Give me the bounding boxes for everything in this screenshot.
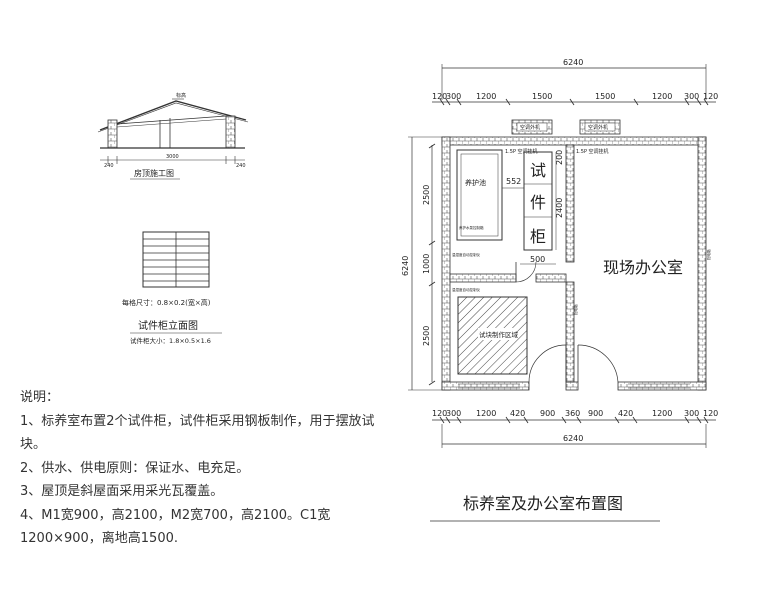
note-item-4: 4、M1宽900，高2100，M2宽700，高2100。C1宽1200×900，… [20, 507, 331, 547]
note-item-2: 2、供水、供电原则：保证水、电充足。 [20, 460, 250, 476]
roof-top-label: 标高 [176, 92, 186, 99]
dim-left-1: 2500 [422, 185, 431, 205]
plan-title: 标养室及办公室布置图 [463, 494, 623, 513]
cabinet-size: 试件柜大小：1.8×0.5×1.6 [130, 336, 211, 345]
sample-area-label: 试块制作区域 [479, 330, 519, 339]
dim-overall-top: 6240 [563, 58, 583, 67]
note-item-1: 1、标养室布置2个试件柜，试件柜采用钢板制作，用于摆放试块。 [20, 413, 375, 453]
inner-dim-2400: 2400 [555, 198, 564, 218]
dim-bottom-8: 420 [618, 409, 633, 418]
dim-bottom-3: 1200 [476, 409, 496, 418]
cabinet-elevation: 每格尺寸：0.8×0.2(宽×高) 试件柜立面图 试件柜大小：1.8×0.5×1… [122, 231, 222, 345]
dim-top-3: 1200 [476, 92, 496, 101]
dim-top-5: 1500 [595, 92, 615, 101]
dim-overall-left: 6240 [401, 256, 410, 276]
inner-dim-552: 552 [506, 177, 521, 186]
curing-tank-label: 养护池 [465, 178, 486, 187]
ac-indoor-left: 1.5P 空调挂机 [505, 148, 538, 155]
office-label: 现场办公室 [603, 258, 683, 277]
roof-dim-3: 240 [236, 163, 246, 169]
dim-top-2: 300 [446, 92, 461, 101]
roof-caption: 房顶施工图 [134, 168, 174, 178]
notes-block: 说明： 1、标养室布置2个试件柜，试件柜采用钢板制作，用于摆放试块。 2、供水、… [20, 386, 400, 551]
cabinet-char-1: 试 [530, 161, 546, 180]
dim-bottom-9: 1200 [652, 409, 672, 418]
note-item-3: 3、屋顶是斜屋面采用采光瓦覆盖。 [20, 484, 224, 499]
ac-indoor-right: 1.5P 空调挂机 [576, 148, 609, 155]
ac-unit-left: 空调外机 [520, 124, 540, 131]
dim-bottom-1: 120 [432, 409, 447, 418]
dim-bottom-6: 360 [565, 409, 580, 418]
tiny-label-panel: 配电箱 [573, 304, 578, 315]
cabinet-caption: 试件柜立面图 [138, 319, 198, 332]
dim-bottom-5: 900 [540, 409, 555, 418]
dim-top-1: 120 [432, 92, 447, 101]
dim-top-6: 1200 [652, 92, 672, 101]
dim-left-3: 2500 [422, 326, 431, 346]
dim-bottom-10: 300 [684, 409, 699, 418]
inner-dim-200: 200 [555, 150, 564, 165]
dim-top-4: 1500 [532, 92, 552, 101]
dim-bottom-2: 300 [446, 409, 461, 418]
right-tiny-dim: 配电箱 [706, 249, 711, 260]
ac-unit-right: 空调外机 [588, 124, 608, 131]
dim-top-7: 300 [684, 92, 699, 101]
roof-dim-2: 3000 [166, 154, 179, 160]
floor-plan: 6240 120 300 1200 1500 1500 1200 300 120… [401, 58, 718, 522]
tiny-label-pump: 养护水泵控制箱 [459, 225, 484, 230]
dim-bottom-4: 420 [510, 409, 525, 418]
roof-dim-1: 240 [104, 163, 114, 169]
dim-bottom-11: 120 [703, 409, 718, 418]
dim-left-2: 1000 [422, 254, 431, 274]
dim-overall-bottom: 6240 [563, 434, 583, 443]
cabinet-char-2: 件 [530, 193, 546, 212]
dim-top-8: 120 [703, 92, 718, 101]
dim-bottom-7: 900 [588, 409, 603, 418]
notes-title: 说明： [20, 390, 60, 405]
tiny-label-control-1: 温湿度自动控制仪 [452, 252, 480, 257]
tiny-label-control-2: 温湿度自动控制仪 [452, 287, 480, 292]
inner-dim-500: 500 [530, 255, 545, 264]
roof-section: 标高 240 3000 240 房顶施工图 [97, 92, 249, 180]
cabinet-char-3: 柜 [530, 227, 546, 246]
cabinet-grid-note: 每格尺寸：0.8×0.2(宽×高) [122, 298, 211, 307]
